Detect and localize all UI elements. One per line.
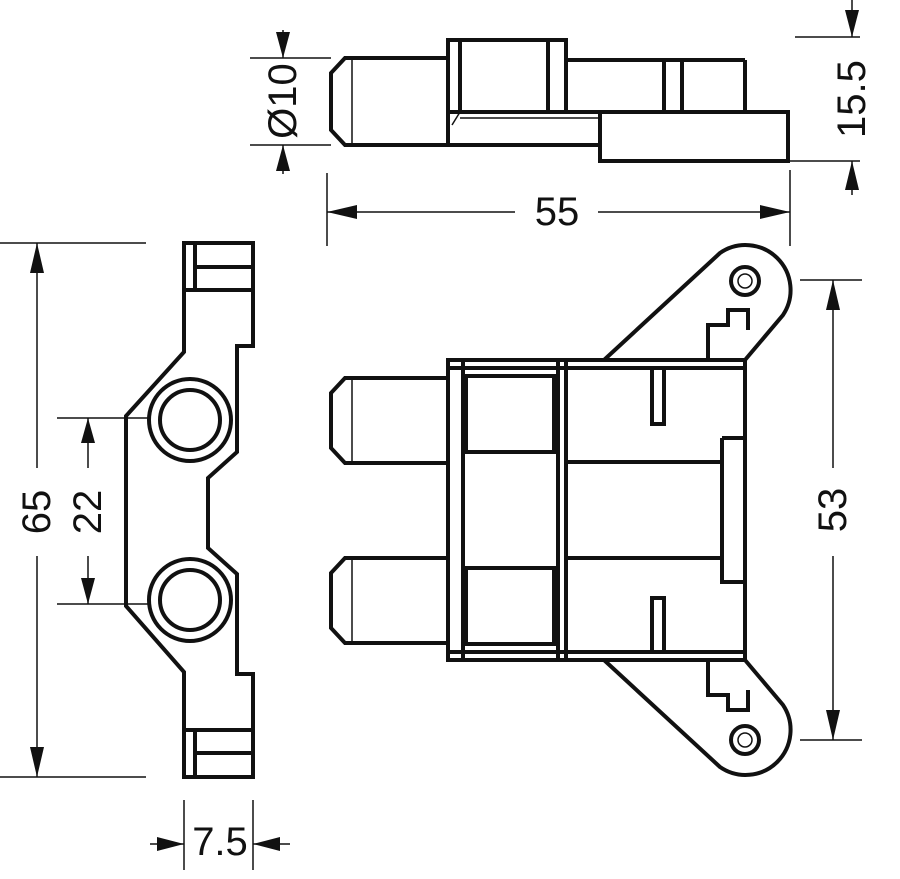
top-flange: [598, 110, 790, 163]
dim-length-label: 55: [535, 190, 580, 234]
dim-spacing-label: 22: [66, 490, 110, 535]
side-profile: [124, 241, 255, 779]
dim-mount-label: 53: [811, 488, 855, 533]
front-ear-bottom: [602, 658, 793, 777]
front-body: [446, 358, 747, 662]
dim-depth-label: 7.5: [192, 820, 248, 864]
dim-height-top-label: 15.5: [830, 60, 874, 138]
front-ear-top: [602, 243, 793, 362]
dim-height-top: 15.5: [790, 0, 874, 195]
dim-diameter-label: Ø10: [261, 63, 305, 139]
dim-mount: 53: [800, 279, 862, 741]
side-view: [124, 241, 255, 779]
dim-spacing: 22: [57, 417, 148, 605]
front-pin-bottom: [329, 556, 448, 645]
side-hole-top: [147, 377, 233, 463]
front-pin-top: [329, 376, 448, 465]
dim-depth: 7.5: [150, 800, 290, 870]
dim-diameter: Ø10: [250, 30, 331, 174]
dim-height-side: 65: [0, 242, 146, 778]
dim-height-side-label: 65: [15, 490, 59, 535]
top-pin: [329, 56, 448, 147]
dim-length: 55: [326, 170, 791, 246]
top-view: [329, 38, 790, 163]
top-body: [446, 38, 602, 147]
side-hole-bottom: [147, 557, 233, 643]
front-view: [329, 243, 793, 777]
